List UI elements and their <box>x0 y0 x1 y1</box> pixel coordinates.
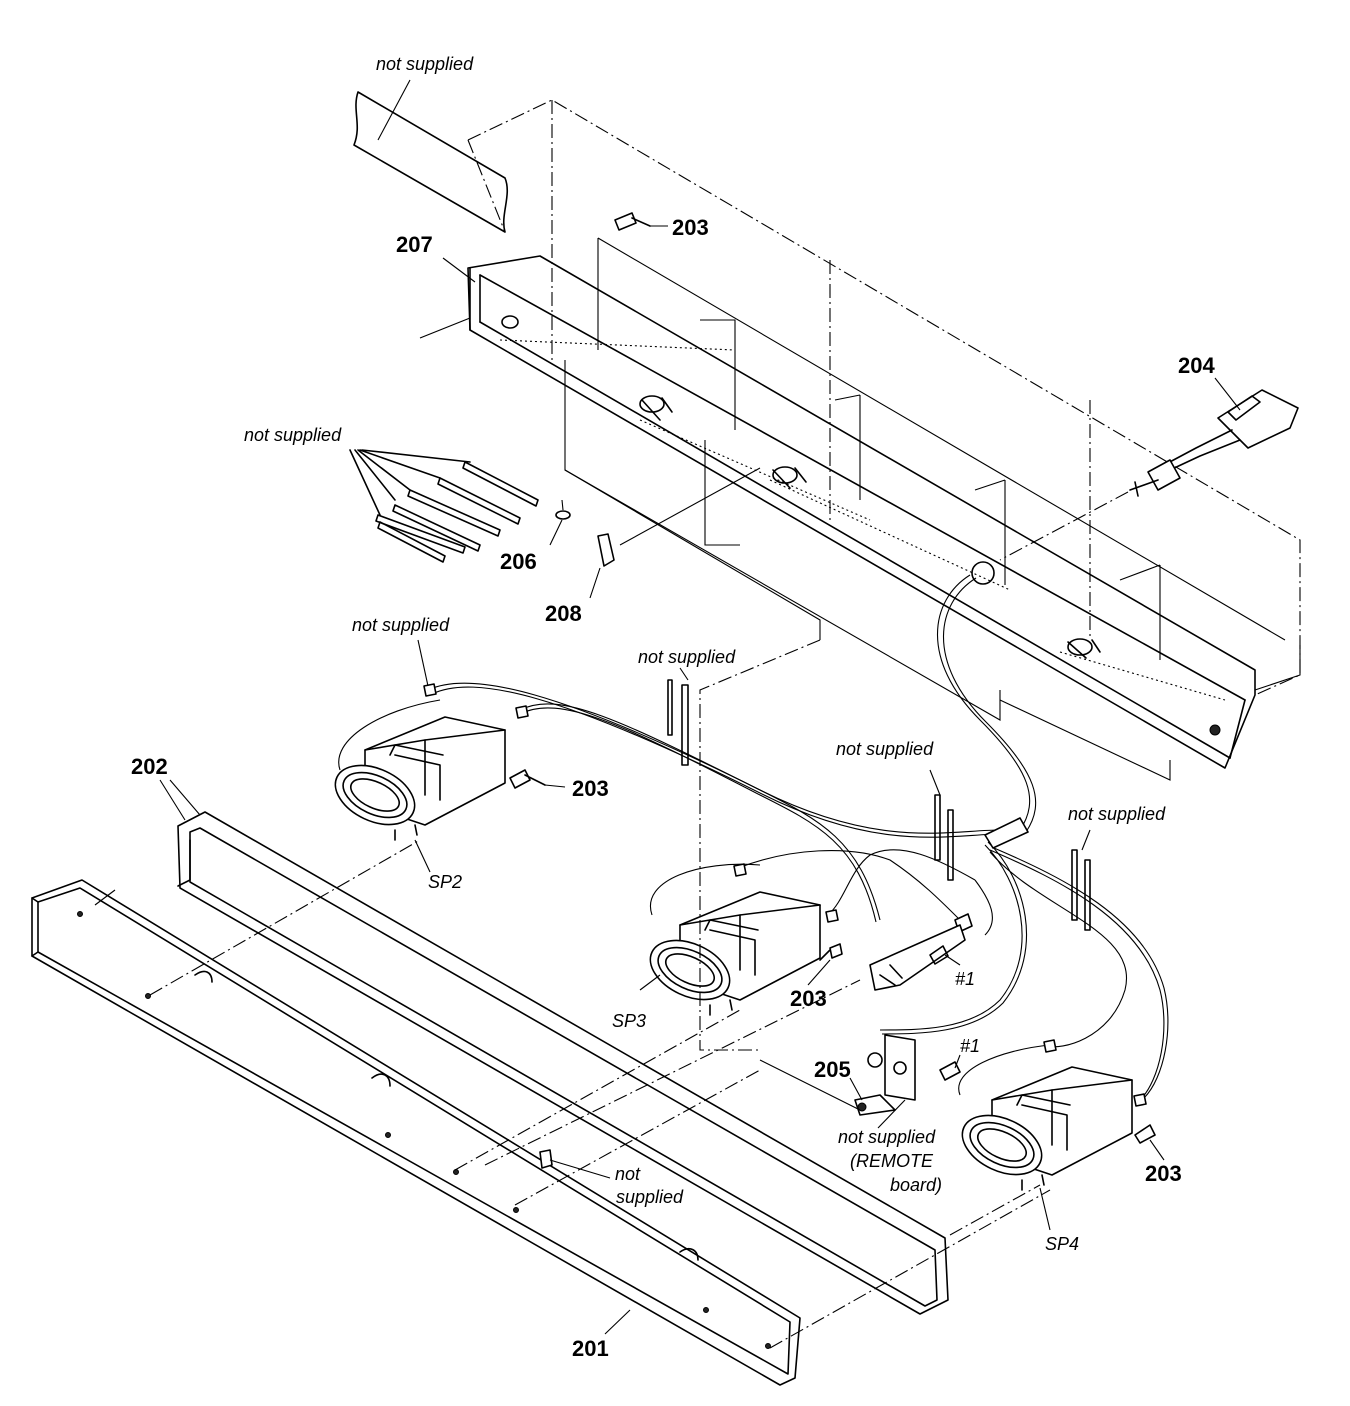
leader-lines <box>159 79 1241 1335</box>
connector-cable-204 <box>999 389 1299 561</box>
label-207: 207 <box>396 232 433 257</box>
rear-frame-202 <box>177 811 949 1315</box>
label-204: 204 <box>1178 353 1215 378</box>
top-label-strip <box>353 91 509 233</box>
label-203-top: 203 <box>672 215 709 240</box>
assembly-guide-lines <box>94 639 1051 1349</box>
label-sp3: SP3 <box>612 1011 646 1031</box>
remote-board <box>854 1034 916 1116</box>
note-remote-line-3: board) <box>890 1175 942 1195</box>
label-203-sp3: 203 <box>790 986 827 1011</box>
terminal-bracket <box>869 924 966 991</box>
part-208 <box>597 467 761 567</box>
label-205: 205 <box>814 1057 851 1082</box>
bracket-strips <box>667 667 1091 931</box>
note-front-line-2: supplied <box>616 1187 684 1207</box>
part-206 <box>555 499 571 520</box>
speaker-sp2 <box>325 699 506 841</box>
label-sp2: SP2 <box>428 872 462 892</box>
front-grille-201 <box>31 879 801 1386</box>
note-remote-line-2: (REMOTE <box>850 1151 934 1171</box>
cabinet-207 <box>419 99 1301 781</box>
label-201: 201 <box>572 1336 609 1361</box>
label-208: 208 <box>545 601 582 626</box>
label-203-sp2: 203 <box>572 776 609 801</box>
note-not-supplied-bracket-3: not supplied <box>1068 804 1166 824</box>
label-hash1-lower: #1 <box>960 1036 980 1056</box>
note-not-supplied-top: not supplied <box>376 54 474 74</box>
label-206: 206 <box>500 549 537 574</box>
label-202: 202 <box>131 754 168 779</box>
speaker-sp4 <box>952 1044 1133 1191</box>
label-203-sp4: 203 <box>1145 1161 1182 1186</box>
speaker-wiring <box>423 574 1169 1107</box>
label-sp4: SP4 <box>1045 1234 1079 1254</box>
note-not-supplied-strips: not supplied <box>244 425 342 445</box>
screws <box>509 212 1156 1144</box>
note-not-supplied-wire: not supplied <box>352 615 450 635</box>
note-front-line-1: not <box>615 1164 641 1184</box>
note-remote-line-1: not supplied <box>838 1127 936 1147</box>
callouts: not supplied 203 207 204 not supplied 20… <box>131 54 1215 1361</box>
not-supplied-strips <box>349 449 539 563</box>
note-not-supplied-bracket-2: not supplied <box>836 739 934 759</box>
label-hash1-upper: #1 <box>955 969 975 989</box>
note-not-supplied-bracket-1: not supplied <box>638 647 736 667</box>
